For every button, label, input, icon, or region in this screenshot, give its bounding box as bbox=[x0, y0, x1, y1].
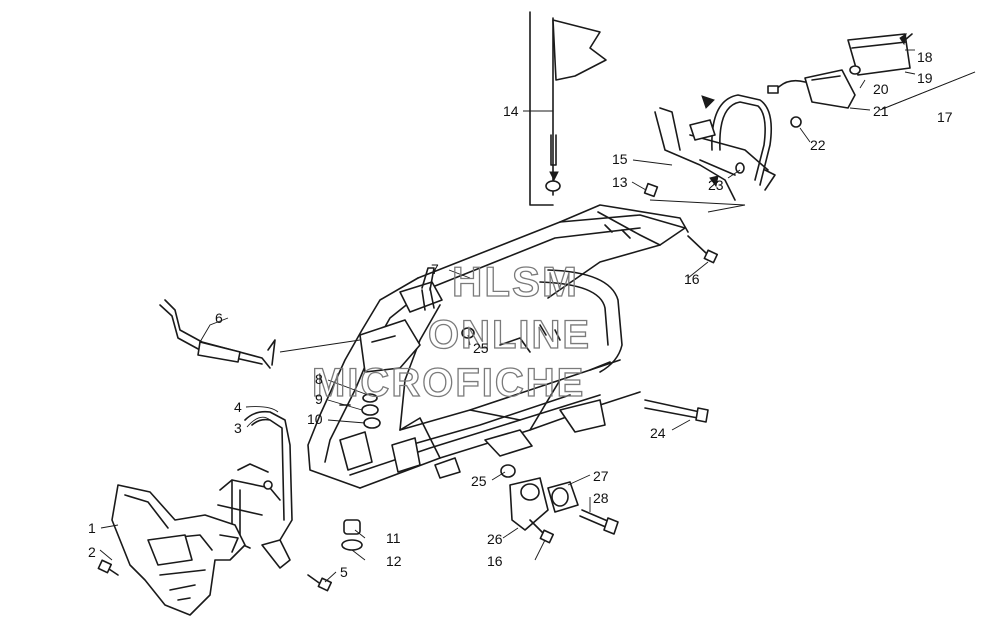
tail-light-assembly bbox=[735, 33, 913, 174]
callout-14: 14 bbox=[503, 103, 519, 119]
callout-25-lower: 25 bbox=[471, 473, 487, 489]
callout-7: 7 bbox=[431, 261, 439, 277]
callout-15: 15 bbox=[612, 151, 628, 167]
callout-25-upper: 25 bbox=[473, 340, 489, 356]
callout-22: 22 bbox=[810, 137, 826, 153]
callout-23: 23 bbox=[708, 177, 724, 193]
callout-9: 9 bbox=[315, 391, 323, 407]
callout-8: 8 bbox=[315, 371, 323, 387]
callout-16-upper: 16 bbox=[684, 271, 700, 287]
callout-1: 1 bbox=[88, 520, 96, 536]
callout-11: 11 bbox=[386, 530, 401, 546]
callout-19: 19 bbox=[917, 70, 933, 86]
watermark-line-1: HLSM bbox=[452, 258, 579, 305]
hardware bbox=[97, 182, 719, 592]
front-rack bbox=[159, 299, 276, 369]
callout-6: 6 bbox=[215, 310, 223, 326]
front-fascia bbox=[111, 484, 246, 616]
callout-17: 17 bbox=[937, 109, 953, 125]
callout-16-lower: 16 bbox=[487, 553, 503, 569]
callout-24: 24 bbox=[650, 425, 666, 441]
callout-10: 10 bbox=[307, 411, 323, 427]
callout-27: 27 bbox=[593, 468, 609, 484]
main-frame bbox=[307, 204, 689, 489]
leader-lines bbox=[99, 49, 976, 583]
callout-2: 2 bbox=[88, 544, 96, 560]
rear-rack bbox=[654, 94, 776, 201]
callout-18: 18 bbox=[917, 49, 933, 65]
callout-12: 12 bbox=[386, 553, 402, 569]
callout-3: 3 bbox=[234, 420, 242, 436]
callout-21: 21 bbox=[873, 103, 889, 119]
watermark: HLSM ONLINE MICROFICHE bbox=[311, 257, 591, 405]
callouts: 1 2 3 4 5 6 7 8 9 10 11 12 13 14 15 16 1… bbox=[88, 49, 953, 580]
callout-4: 4 bbox=[234, 399, 242, 415]
safety-flag bbox=[529, 11, 607, 206]
callout-26: 26 bbox=[487, 531, 503, 547]
callout-28: 28 bbox=[593, 490, 609, 506]
callout-13: 13 bbox=[612, 174, 628, 190]
watermark-line-3: MICROFICHE bbox=[312, 361, 585, 405]
pointer-marks bbox=[549, 32, 907, 188]
watermark-line-2: ONLINE bbox=[428, 313, 591, 357]
callout-5: 5 bbox=[340, 564, 348, 580]
callout-20: 20 bbox=[873, 81, 889, 97]
